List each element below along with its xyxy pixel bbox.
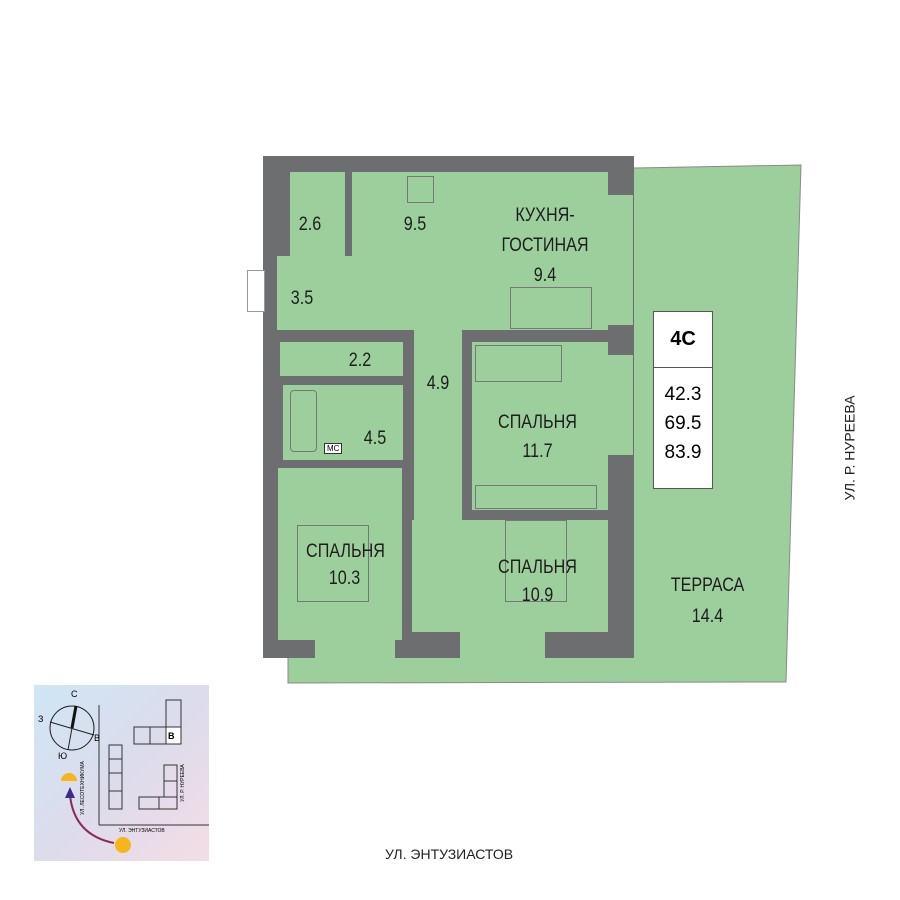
living-area-value: 42.3	[664, 384, 702, 405]
stove-icon	[407, 176, 434, 203]
bedroom3-name: СПАЛЬНЯ	[498, 557, 577, 578]
street-bottom: УЛ. ЭНТУЗИАСТОВ	[385, 846, 514, 862]
bedroom2-area: 10.3	[328, 568, 361, 589]
compass-south: Ю	[58, 751, 68, 761]
legend-street-right: УЛ. Р. НУРЕЕВА	[179, 764, 186, 802]
closet-room	[290, 172, 345, 257]
compass-icon	[49, 699, 209, 853]
apartment-info-box: 4С 42.3 69.5 83.9	[653, 311, 713, 489]
bedroom-1	[472, 342, 608, 510]
kitchen-area: 9.5	[403, 214, 427, 235]
wardrobe-icon	[475, 485, 597, 509]
window	[608, 355, 633, 455]
bedroom-3	[412, 520, 608, 632]
bedroom1-name: СПАЛЬНЯ	[498, 412, 577, 433]
terrace-area: 14.4	[691, 606, 724, 627]
hall-room	[277, 256, 608, 330]
bedroom2-name: СПАЛЬНЯ	[306, 541, 385, 562]
entrance-door[interactable]	[247, 270, 265, 312]
bed-icon	[297, 525, 369, 602]
living-name-2: ГОСТИНАЯ	[501, 235, 589, 256]
bedroom1-area: 11.7	[522, 441, 553, 462]
section-marker: В	[168, 731, 175, 741]
living-area: 9.4	[533, 265, 557, 286]
bedroom3-area: 10.9	[521, 585, 554, 606]
compass-west: З	[38, 714, 44, 724]
bath-room	[283, 385, 403, 460]
bed-icon	[475, 345, 562, 382]
total-area-value: 69.5	[664, 413, 702, 434]
bath-tag: МС	[324, 443, 343, 454]
legend-street-left: УЛ. ЛЕСОТЕХНИКУМА	[79, 761, 86, 815]
window	[608, 195, 633, 325]
kitchen-room	[352, 172, 608, 258]
legend-street-bottom: УЛ. ЭНТУЗИАСТОВ	[119, 828, 165, 834]
apartment-code: 4С	[654, 312, 712, 368]
sofa-icon	[510, 287, 592, 329]
hall-area: 3.5	[290, 288, 314, 309]
orientation-legend: С З В Ю В УЛ. ЛЕСОТЕХНИКУМА УЛ. Р. НУРЕЕ…	[34, 685, 209, 861]
total-with-terrace-value: 83.9	[664, 442, 702, 463]
corridor-room	[414, 330, 462, 520]
terrace-name: ТЕРРАСА	[670, 575, 745, 596]
bedroom-2	[278, 468, 402, 640]
wc-room	[280, 342, 403, 376]
street-right: УЛ. Р. НУРЕЕВА	[841, 395, 858, 501]
bath-area: 4.5	[363, 428, 387, 449]
bed-icon	[505, 520, 567, 602]
compass-east: В	[94, 733, 101, 743]
window	[315, 640, 395, 658]
closet-area: 2.6	[298, 214, 322, 235]
compass-north: С	[71, 689, 78, 699]
wc-area: 2.2	[348, 350, 372, 371]
living-name-1: КУХНЯ-	[515, 205, 575, 226]
corridor-area: 4.9	[426, 373, 450, 394]
bathtub-icon	[290, 390, 317, 452]
window	[460, 632, 545, 658]
